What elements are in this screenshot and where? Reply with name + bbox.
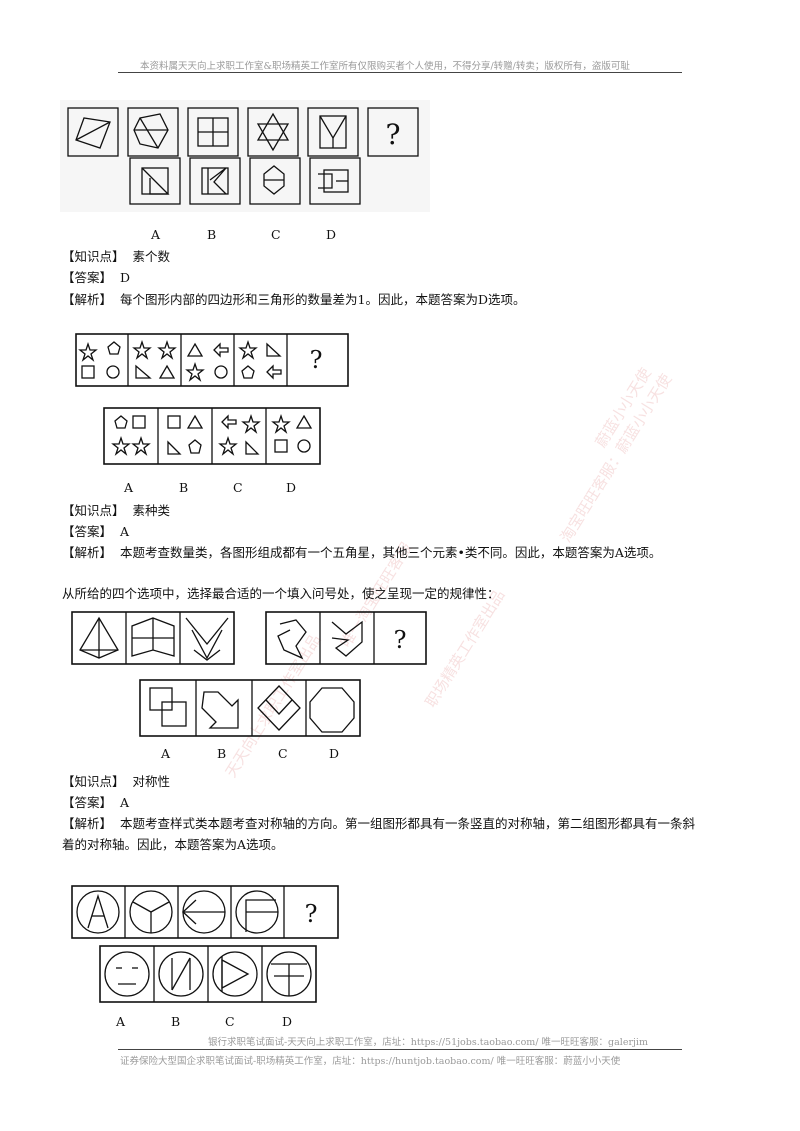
q3-analysis-label: 【解析】 [62,816,113,831]
q1-knowledge-point: 【知识点】素个数 [62,246,170,265]
q1-analysis: 【解析】每个图形内部的四边形和三角形的数量差为1。因此，本题答案为D选项。 [62,289,526,308]
q1-knowledge-value: 素个数 [132,249,171,264]
q2-option-b: B [179,480,189,495]
q3-question-mark: ? [394,626,407,654]
footer-line-1: 银行求职笔试面试-天天向上求职工作室，店址：https://51jobs.tao… [208,1037,648,1048]
q2-knowledge-point: 【知识点】素种类 [62,500,170,519]
q1-analysis-text: 每个图形内部的四边形和三角形的数量差为1。因此，本题答案为D选项。 [120,292,526,307]
q1-option-c: C [271,227,281,242]
header-notice: 本资料属天天向上求职工作室&职场精英工作室所有仅限购买者个人使用，不得分享/转赠… [140,61,630,72]
q4-option-d: D [282,1014,293,1029]
q1-knowledge-label: 【知识点】 [62,249,125,264]
q3-intro: 从所给的四个选项中，选择最合适的一个填入问号处，使之呈现一定的规律性： [62,586,500,601]
q1-question-mark: ? [385,118,400,151]
footer-line-2: 证券保险大型国企求职笔试面试-职场精英工作室，店址：https://huntjo… [120,1056,621,1067]
q2-option-a: A [124,480,134,495]
q2-analysis-label: 【解析】 [62,545,113,560]
q3-option-a: A [161,746,171,761]
q2-analysis: 【解析】本题考查数量类，各图形组成都有一个五角星，其他三个元素•类不同。因此，本… [62,542,661,561]
q3-option-c: C [278,746,288,761]
q1-figure: ? [60,100,430,212]
q4-question-mark: ? [305,900,318,928]
q1-option-b: B [207,227,217,242]
footer-rule [118,1049,682,1050]
q3-analysis-cont: 着的对称轴。因此，本题答案为A选项。 [62,837,284,852]
q3-analysis: 【解析】本题考查样式类本题考查对称轴的方向。第一组图形都具有一条竖直的对称轴，第… [62,813,695,832]
q3-figure: ? [71,611,427,737]
q1-answer-label: 【答案】 [62,270,113,285]
q3-answer: 【答案】 A [62,792,129,811]
q2-option-d: D [286,480,297,495]
q4-figure: ? [71,885,339,1003]
q2-analysis-text: 本题考查数量类，各图形组成都有一个五角星，其他三个元素•类不同。因此，本题答案为… [120,545,662,560]
q1-option-d: D [326,227,337,242]
q1-answer: 【答案】 D [62,267,130,286]
watermark-1: 淘宝旺旺客服：蔚蓝小小天使 [556,370,676,546]
q2-option-c: C [233,480,243,495]
q4-option-b: B [171,1014,181,1029]
q2-figure: ? [75,333,349,465]
q1-analysis-label: 【解析】 [62,292,113,307]
q3-analysis-text-1: 本题考查样式类本题考查对称轴的方向。第一组图形都具有一条竖直的对称轴，第二组图形… [120,816,696,831]
q2-answer-label: 【答案】 [62,524,113,539]
q1-answer-value: D [120,270,131,285]
q2-answer: 【答案】 A [62,521,129,540]
q3-answer-value: A [120,795,130,810]
header-rule [118,72,682,73]
q4-option-a: A [116,1014,126,1029]
q3-knowledge-label: 【知识点】 [62,774,125,789]
q3-knowledge-point: 【知识点】对称性 [62,771,170,790]
q4-option-c: C [225,1014,235,1029]
q2-knowledge-label: 【知识点】 [62,503,125,518]
q2-answer-value: A [120,524,130,539]
q3-knowledge-value: 对称性 [132,774,171,789]
q2-knowledge-value: 素种类 [132,503,171,518]
q2-question-mark: ? [310,346,323,374]
watermark-4: 职场精英工作室出品 [421,586,509,711]
q3-answer-label: 【答案】 [62,795,113,810]
q3-option-d: D [329,746,340,761]
q1-option-a: A [151,227,161,242]
q3-option-b: B [217,746,227,761]
